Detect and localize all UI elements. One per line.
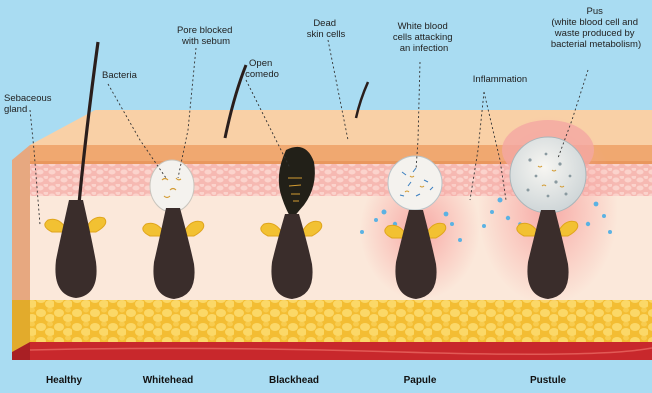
fat-layer bbox=[30, 300, 652, 342]
sebum-plug-whitehead bbox=[150, 160, 194, 212]
label-dead-skin-cells: Dead skin cells bbox=[307, 18, 346, 40]
caption-papule: Papule bbox=[404, 375, 437, 386]
pustule-lesion bbox=[510, 137, 586, 213]
follicle-pustule bbox=[478, 115, 618, 305]
label-white-blood-cells: White blood cells attacking an infection bbox=[393, 21, 455, 54]
caption-pustule: Pustule bbox=[530, 375, 567, 386]
annotation-labels: Sebaceous gland Bacteria Pore blocked wi… bbox=[4, 6, 641, 115]
caption-whitehead: Whitehead bbox=[143, 375, 194, 386]
label-bacteria: Bacteria bbox=[102, 70, 138, 81]
label-pore-blocked: Pore blocked with sebum bbox=[177, 25, 235, 47]
label-inflammation: Inflammation bbox=[473, 74, 527, 85]
label-sebaceous-gland: Sebaceous gland bbox=[4, 93, 54, 115]
caption-blackhead: Blackhead bbox=[269, 375, 319, 386]
papule-lesion bbox=[388, 156, 442, 210]
caption-healthy: Healthy bbox=[46, 375, 83, 386]
label-pus: Pus (white blood cell and waste produced… bbox=[551, 6, 641, 50]
label-open-comedo: Open comedo bbox=[245, 58, 279, 80]
